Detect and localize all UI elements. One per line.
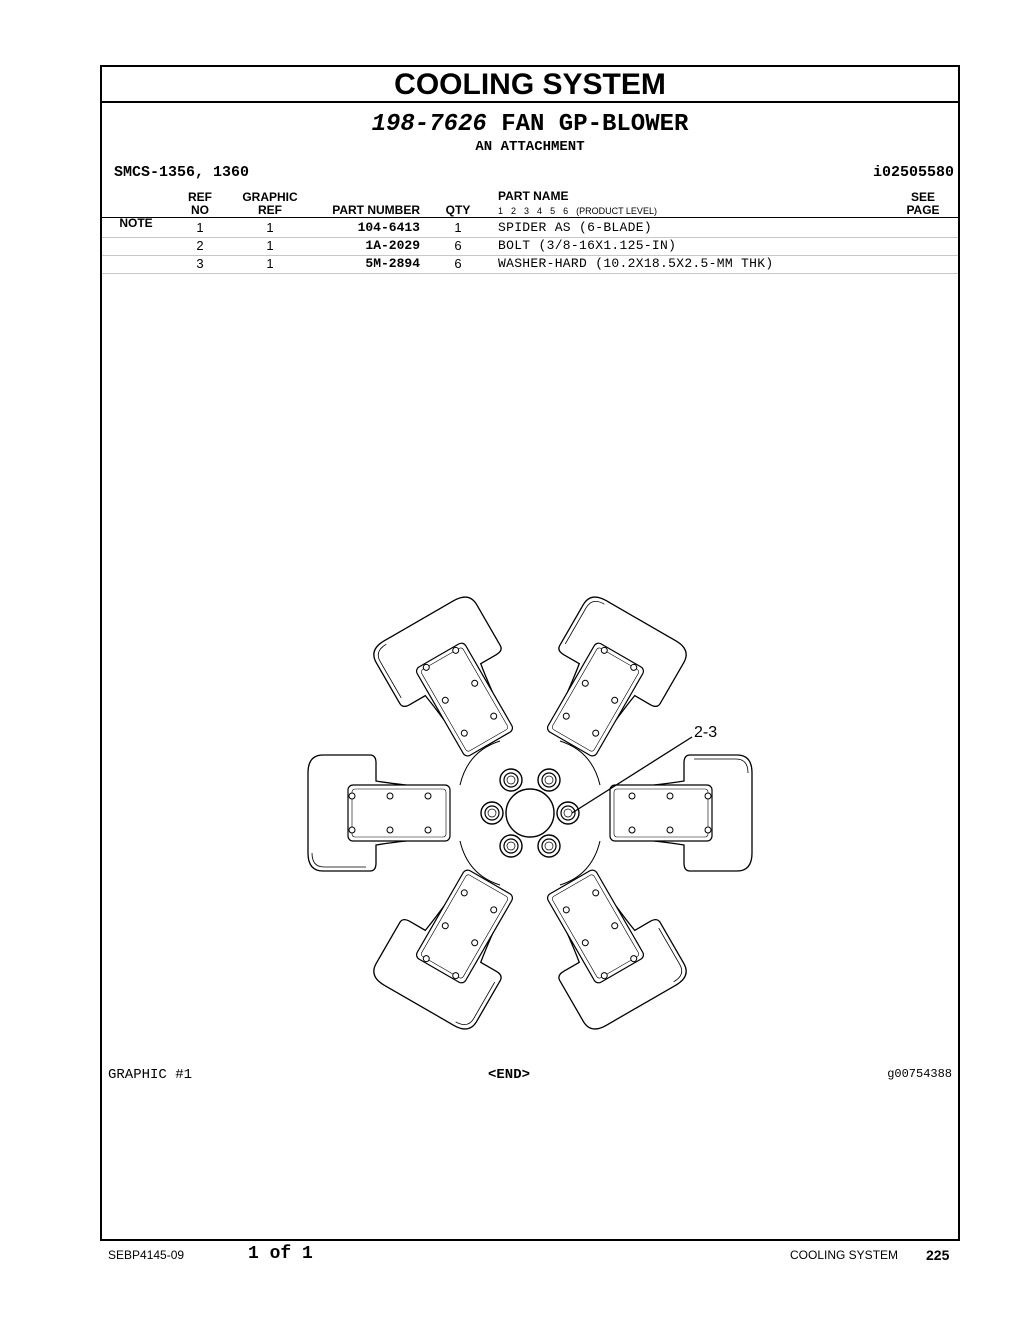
end-marker: <END> xyxy=(488,1067,531,1083)
graphic-ref: 1 xyxy=(266,256,274,271)
table-row: 2 1 1A-2029 6 BOLT (3/8-16X1.125-IN) xyxy=(102,237,958,256)
graphic-ref: 1 xyxy=(266,220,274,235)
graphic-label: GRAPHIC #1 xyxy=(108,1067,193,1083)
quantity: 6 xyxy=(454,238,462,253)
doc-number: SEBP4145-09 xyxy=(108,1248,185,1262)
table-row: 3 1 5M-2894 6 WASHER-HARD (10.2X18.5X2.5… xyxy=(102,255,958,274)
quantity: 6 xyxy=(454,256,462,271)
footer-section: COOLING SYSTEM xyxy=(790,1248,899,1262)
page-of: 1 of 1 xyxy=(248,1244,313,1264)
header-qty: QTY xyxy=(445,203,471,217)
ref-no: 2 xyxy=(196,238,204,253)
fan-illustration: 2-3 1 xyxy=(307,591,753,1035)
part-number: 5M-2894 xyxy=(365,256,420,271)
graphic-id: g00754388 xyxy=(887,1067,952,1081)
group-heading: 198-7626 FAN GP-BLOWER xyxy=(102,111,958,138)
header-rule xyxy=(102,217,958,218)
group-subtitle: AN ATTACHMENT xyxy=(475,139,585,155)
page-number: 225 xyxy=(926,1247,950,1263)
table-row: 1 1 104-6413 1 SPIDER AS (6-BLADE) xyxy=(102,219,958,238)
page-frame: COOLING SYSTEM 198-7626 FAN GP-BLOWER AN… xyxy=(100,65,960,1241)
header-part-number: PART NUMBER xyxy=(332,203,420,217)
part-name: BOLT (3/8-16X1.125-IN) xyxy=(498,238,677,253)
graphic-ref: 1 xyxy=(266,238,274,253)
smcs-codes: SMCS-1356, 1360 xyxy=(114,164,250,181)
quantity: 1 xyxy=(454,220,462,235)
ref-no: 1 xyxy=(196,220,204,235)
header-part-name: PART NAME xyxy=(498,189,569,203)
callout-2-3: 2-3 xyxy=(694,724,717,741)
info-reference: i02505580 xyxy=(872,164,954,181)
part-number: 104-6413 xyxy=(357,220,420,235)
ref-no: 3 xyxy=(196,256,204,271)
part-name: SPIDER AS (6-BLADE) xyxy=(498,220,652,235)
part-number: 1A-2029 xyxy=(365,238,420,253)
leader-line-2-3 xyxy=(571,736,693,814)
part-name: WASHER-HARD (10.2X18.5X2.5-MM THK) xyxy=(498,256,774,271)
group-name: FAN GP-BLOWER xyxy=(501,111,689,138)
group-number: 198-7626 xyxy=(371,111,487,138)
header-note: NOTE xyxy=(119,216,153,230)
section-title: COOLING SYSTEM xyxy=(102,67,958,103)
